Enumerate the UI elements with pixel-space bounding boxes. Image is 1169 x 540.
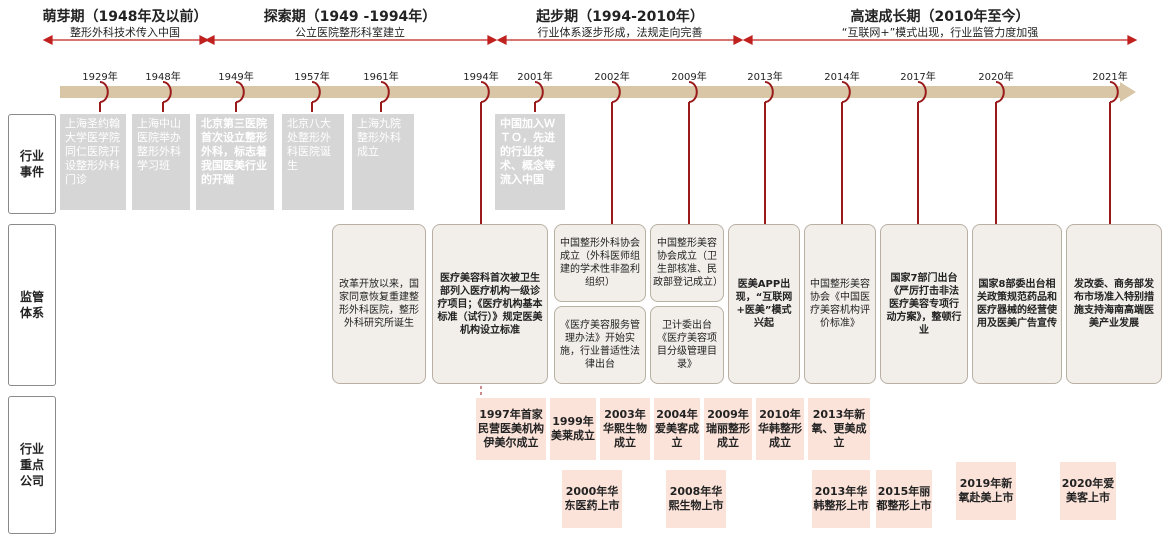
company-box: 2000年华东医药上市 (562, 470, 622, 528)
year-label: 2001年 (517, 72, 553, 83)
company-box: 2013年华韩整形上市 (812, 470, 870, 528)
regulation-box: 中国整形美容协会成立（卫生部核准、民政部登记成立） (650, 224, 724, 302)
era-title-4: 高速成长期（2010年至今） (850, 9, 1030, 25)
event-box: 北京第三医院首次设立整形外科，标志着我国医美行业的开端 (196, 114, 274, 210)
year-markers (99, 81, 1119, 224)
company-box: 2008年华熙生物上市 (666, 470, 726, 528)
company-box: 2020年爱美客上市 (1060, 462, 1116, 520)
year-label: 1961年 (363, 72, 399, 83)
company-box: 1997年首家民营医美机构伊美尔成立 (476, 398, 546, 460)
company-box: 2009年瑞丽整形成立 (704, 398, 752, 460)
row-label-events: 行业事件 (8, 114, 56, 214)
event-box: 中国加入ＷＴＯ，先进的行业技术、概念等流入中国 (495, 114, 565, 210)
row-label-companies: 行业重点公司 (8, 396, 56, 534)
era-title-1: 萌芽期（1948年及以前） (42, 9, 208, 25)
year-label: 2017年 (900, 72, 936, 83)
era-subtitle-3: 行业体系逐步形成，法规走向完善 (537, 26, 703, 39)
year-label: 2013年 (747, 72, 783, 83)
company-box: 2004年爱美客成立 (654, 398, 700, 460)
year-label: 2021年 (1092, 72, 1128, 83)
year-label: 2014年 (824, 72, 860, 83)
event-box: 北京八大处整形外科医院诞生 (282, 114, 344, 210)
regulation-box: 卫计委出台《医疗美容项目分级管理目录》 (650, 306, 724, 384)
regulation-box: 国家8部委出台相关政策规范药品和医疗器械的经营使用及医美广告宣传 (972, 224, 1062, 384)
year-label: 2020年 (978, 72, 1014, 83)
regulation-box: 中国整形外科协会成立（外科医师组建的学术性非盈利组织） (554, 224, 646, 302)
era-arrows (42, 35, 1138, 45)
era-subtitle-4: “互联网+”模式出现，行业监管力度加强 (841, 26, 1039, 39)
company-box: 1999年美莱成立 (550, 398, 596, 460)
regulation-box: 改革开放以来，国家同意恢复重建整形外科医院，整形外科研究所诞生 (332, 224, 426, 384)
company-box: 2003年华熙生物成立 (600, 398, 650, 460)
event-box: 上海中山医院举办整形外科学习班 (132, 114, 190, 210)
era-subtitle-2: 公立医院整形科室建立 (295, 26, 405, 39)
year-label: 1948年 (145, 72, 181, 83)
regulation-box: 国家7部门出台《严厉打击非法医疗美容专项行动方案》，整顿行业 (880, 224, 968, 384)
timeline-arrow (60, 82, 1136, 102)
year-label: 2009年 (671, 72, 707, 83)
era-subtitle-1: 整形外科技术传入中国 (70, 26, 180, 39)
event-box: 上海九院整形外科成立 (352, 114, 414, 210)
year-label: 1929年 (82, 72, 118, 83)
era-title-2: 探索期（1949 -1994年） (263, 9, 437, 25)
event-box: 上海圣约翰大学医学院同仁医院开设整形外科门诊 (60, 114, 126, 210)
company-box: 2013年新氧、更美成立 (808, 398, 870, 460)
regulation-box: 医美APP出现，“互联网+医美”模式兴起 (728, 224, 800, 384)
year-label: 1949年 (218, 72, 254, 83)
era-title-3: 起步期（1994-2010年） (536, 9, 704, 25)
company-box: 2015年丽都整形上市 (876, 470, 932, 528)
regulation-box: 医疗美容科首次被卫生部列入医疗机构一级诊疗项目；《医疗机构基本标准（试行）》规定… (432, 224, 548, 384)
year-label: 1994年 (463, 72, 499, 83)
row-label-regulation: 监管体系 (8, 224, 56, 386)
regulation-box: 中国整形美容协会《中国医疗美容机构评价标准》 (804, 224, 876, 384)
regulation-box: 《医疗美容服务管理办法》开始实施，行业普适性法律出台 (554, 306, 646, 384)
year-label: 1957年 (294, 72, 330, 83)
regulation-box: 发改委、商务部发布市场准入特别措施支持海南高端医美产业发展 (1066, 224, 1162, 384)
company-box: 2019年新氧赴美上市 (956, 462, 1016, 520)
company-box: 2010年华韩整形成立 (756, 398, 804, 460)
year-label: 2002年 (594, 72, 630, 83)
